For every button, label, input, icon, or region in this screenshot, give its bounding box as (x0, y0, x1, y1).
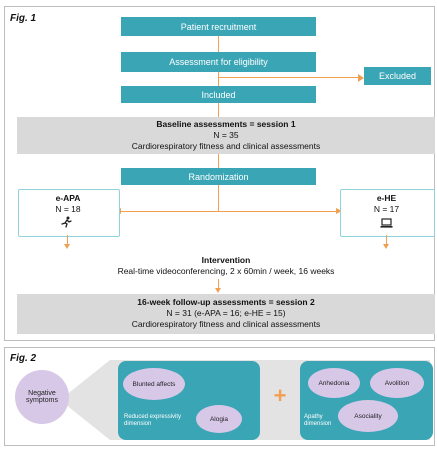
patient-recruitment-box: Patient recruitment (121, 17, 316, 36)
laptop-icon (380, 216, 393, 228)
flow-connector (218, 36, 219, 52)
blunted-affects-node: Blunted affects (123, 368, 185, 400)
arm-e-he-n: N = 17 (373, 204, 400, 214)
arm-e-apa-n: N = 18 (55, 204, 81, 214)
left-arm-down (67, 235, 68, 245)
reduced-expressivity-label: Reduced expressivity dimension (124, 414, 182, 427)
right-arm-down-arrowhead (383, 244, 389, 249)
intervention-down-arrowhead (215, 288, 221, 293)
alogia-node: Alogia (196, 405, 242, 433)
left-arm-down-arrowhead (64, 244, 70, 249)
flow-connector (218, 72, 219, 86)
plus-sign: + (273, 383, 287, 408)
flow-connector (218, 103, 219, 117)
intervention-title: Intervention (201, 255, 251, 265)
baseline-desc: Cardiorespiratory fitness and clinical a… (131, 141, 321, 151)
excluded-connector (218, 77, 360, 78)
right-arm-arrowhead (336, 208, 342, 214)
avolition-node: Avolition (370, 368, 424, 398)
negative-symptoms-node: Negative symptoms (15, 370, 69, 424)
intervention-down (218, 279, 219, 289)
assessment-eligibility-box: Assessment for eligibility (121, 52, 316, 72)
arm-e-he-box (340, 189, 435, 237)
included-box: Included (121, 86, 316, 103)
apathy-dimension-label: Apathy dimension (304, 414, 332, 427)
randomization-down (218, 185, 219, 211)
right-arm-down (386, 235, 387, 245)
followup-band (17, 294, 435, 334)
fig2-label: Fig. 2 (10, 353, 37, 364)
anhedonia-node: Anhedonia (308, 368, 360, 398)
followup-desc: Cardiorespiratory fitness and clinical a… (131, 319, 321, 329)
flow-connector (218, 154, 219, 168)
followup-n: N = 31 (e-APA = 16; e-HE = 15) (166, 308, 286, 318)
intervention-desc: Real-time videoconferencing, 2 x 60min /… (117, 266, 335, 276)
randomization-split (120, 211, 338, 212)
baseline-n: N = 35 (213, 130, 239, 140)
followup-title: 16-week follow-up assessments = session … (137, 297, 315, 307)
baseline-title: Baseline assessments = session 1 (156, 119, 296, 129)
runner-icon (60, 215, 72, 228)
arm-e-apa-name: e-APA (55, 193, 81, 203)
excluded-box: Excluded (364, 67, 431, 85)
arm-e-he-name: e-HE (376, 193, 397, 203)
fig1-label: Fig. 1 (10, 13, 37, 24)
randomization-box: Randomization (121, 168, 316, 185)
asociality-node: Asociality (338, 400, 398, 432)
excluded-arrowhead (358, 74, 364, 82)
arm-e-apa-box (18, 189, 120, 237)
baseline-band (17, 117, 435, 154)
